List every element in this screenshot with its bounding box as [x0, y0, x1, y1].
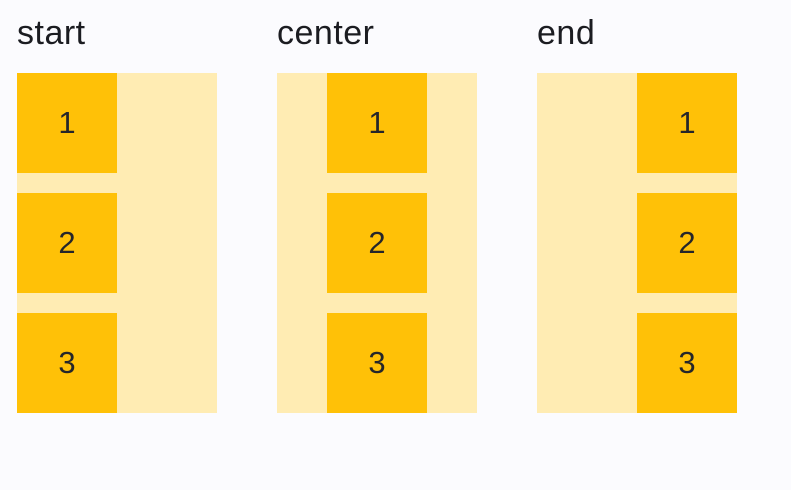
flex-item: 1 — [17, 73, 117, 173]
flex-item: 1 — [637, 73, 737, 173]
flex-container-start: 1 2 3 — [17, 73, 217, 413]
flex-item: 2 — [327, 193, 427, 293]
demo-label-end: end — [537, 14, 596, 52]
demo-center: center 1 2 3 — [277, 14, 477, 413]
alignment-demos-row: start 1 2 3 center 1 2 3 end 1 2 3 — [17, 14, 737, 413]
flex-item: 3 — [17, 313, 117, 413]
flex-container-end: 1 2 3 — [537, 73, 737, 413]
flex-item: 3 — [637, 313, 737, 413]
demo-start: start 1 2 3 — [17, 14, 217, 413]
flex-item: 2 — [637, 193, 737, 293]
flex-item: 2 — [17, 193, 117, 293]
flex-item: 3 — [327, 313, 427, 413]
flex-container-center: 1 2 3 — [277, 73, 477, 413]
demo-end: end 1 2 3 — [537, 14, 737, 413]
demo-label-start: start — [17, 14, 86, 52]
demo-label-center: center — [277, 14, 375, 52]
flex-item: 1 — [327, 73, 427, 173]
